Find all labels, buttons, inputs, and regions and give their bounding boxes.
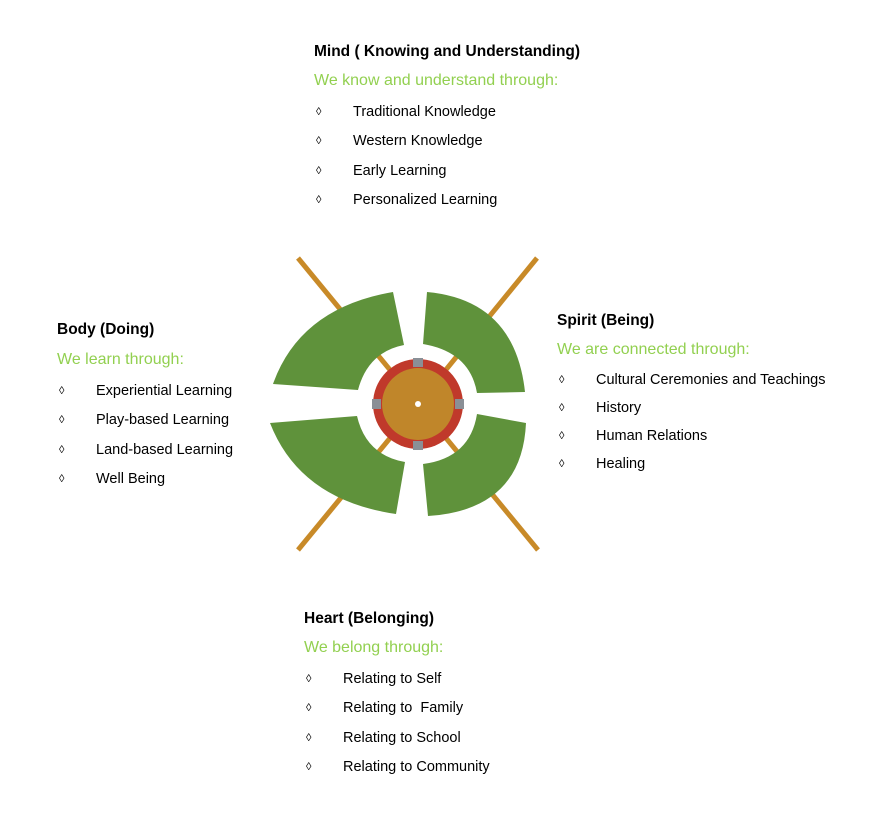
mind-title: Mind ( Knowing and Understanding) (314, 43, 581, 60)
bullet-icon: ◊ (559, 374, 565, 386)
body-section: Body (Doing) We learn through: ◊Experien… (57, 320, 233, 494)
bullet-icon: ◊ (59, 384, 65, 397)
mind-section: Mind ( Knowing and Understanding) We kno… (314, 42, 580, 215)
list-item: ◊Human Relations (559, 428, 708, 444)
list-item: ◊Relating to Self (306, 670, 442, 687)
bullet-icon: ◊ (316, 194, 322, 207)
segment-top-right (423, 292, 525, 393)
ring-marker-left (372, 399, 381, 409)
list-item: ◊Land-based Learning (59, 441, 234, 458)
list-item: ◊Cultural Ceremonies and Teachings (559, 372, 826, 388)
bullet-icon: ◊ (559, 458, 565, 470)
list-item: ◊Personalized Learning (316, 192, 498, 209)
heart-subtitle: We belong through: (304, 639, 444, 656)
body-subtitle: We learn through: (57, 351, 184, 368)
body-title: Body (Doing) (57, 321, 155, 338)
ring-marker-bottom (413, 441, 423, 450)
list-item: ◊Relating to Community (306, 759, 490, 776)
list-item: ◊Experiential Learning (59, 382, 233, 399)
list-item: ◊History (559, 400, 642, 416)
bullet-icon: ◊ (59, 473, 65, 486)
bullet-icon: ◊ (306, 702, 312, 715)
segment-top-left (273, 292, 404, 390)
spirit-section: Spirit (Being) We are connected through:… (557, 311, 825, 478)
bullet-icon: ◊ (559, 430, 565, 442)
segment-bottom-left (270, 416, 405, 514)
bullet-icon: ◊ (316, 105, 322, 118)
ring-marker-top (413, 358, 423, 367)
spirit-list: ◊Cultural Ceremonies and Teachings ◊Hist… (557, 366, 825, 478)
bullet-icon: ◊ (306, 731, 312, 744)
bullet-icon: ◊ (316, 135, 322, 148)
bullet-icon: ◊ (306, 672, 312, 685)
list-item: ◊Healing (559, 456, 646, 472)
mind-list: ◊Traditional Knowledge ◊Western Knowledg… (314, 97, 580, 215)
list-item: ◊Well Being (59, 471, 166, 488)
bullet-icon: ◊ (59, 414, 65, 427)
list-item: ◊Play-based Learning (59, 412, 230, 429)
list-item: ◊Traditional Knowledge (316, 103, 496, 120)
spirit-title: Spirit (Being) (557, 312, 655, 329)
segment-bottom-right (423, 414, 526, 516)
heart-list: ◊Relating to Self ◊Relating to Family ◊R… (304, 664, 490, 782)
list-item: ◊Relating to School (306, 729, 461, 746)
body-list: ◊Experiential Learning ◊Play-based Learn… (57, 376, 233, 494)
heart-section: Heart (Belonging) We belong through: ◊Re… (304, 609, 490, 782)
list-item: ◊Early Learning (316, 162, 447, 179)
list-item: ◊Relating to Family (306, 700, 464, 717)
heart-title: Heart (Belonging) (304, 610, 435, 627)
bullet-icon: ◊ (559, 402, 565, 414)
center-dot (415, 401, 421, 407)
ring-marker-right (455, 399, 464, 409)
bullet-icon: ◊ (316, 164, 322, 177)
spirit-subtitle: We are connected through: (557, 341, 750, 358)
bullet-icon: ◊ (59, 443, 65, 456)
mind-subtitle: We know and understand through: (314, 72, 559, 89)
list-item: ◊Western Knowledge (316, 133, 483, 150)
bullet-icon: ◊ (306, 761, 312, 774)
